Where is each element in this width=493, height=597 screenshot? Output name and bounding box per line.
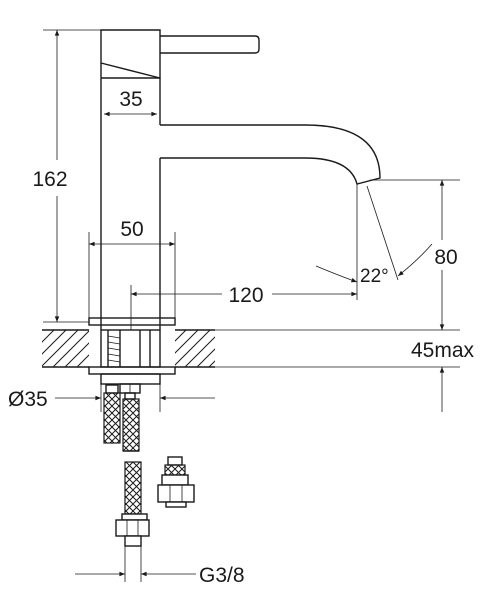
dimension-column-width: 35 (104, 88, 157, 117)
dimension-spout-angle: 22° (315, 185, 433, 287)
connection-thread-label: G3/8 (199, 564, 245, 587)
height-total-label: 162 (32, 168, 67, 191)
deck-thickness-label: 45max (411, 339, 475, 362)
mount-diameter-label: Ø35 (8, 388, 48, 411)
dimension-connection-thread: G3/8 (75, 546, 245, 587)
spout-reach-label: 120 (228, 284, 263, 307)
dimension-deck-thickness: 45max (411, 339, 475, 412)
dimension-base-width: 50 (88, 218, 176, 318)
column-width-label: 35 (119, 88, 142, 111)
dimension-mount-diameter: Ø35 (8, 384, 215, 412)
spout-angle-label: 22° (360, 266, 389, 287)
mounting-shank (88, 329, 176, 394)
flex-hoses (103, 384, 195, 547)
countertop-section (42, 329, 460, 368)
spout-height-label: 80 (434, 246, 457, 269)
dimension-spout-reach: 120 (130, 184, 358, 330)
dimension-total-height: 162 (30, 29, 101, 323)
base-width-label: 50 (120, 218, 143, 241)
dimension-spout-height: 80 (370, 179, 464, 331)
